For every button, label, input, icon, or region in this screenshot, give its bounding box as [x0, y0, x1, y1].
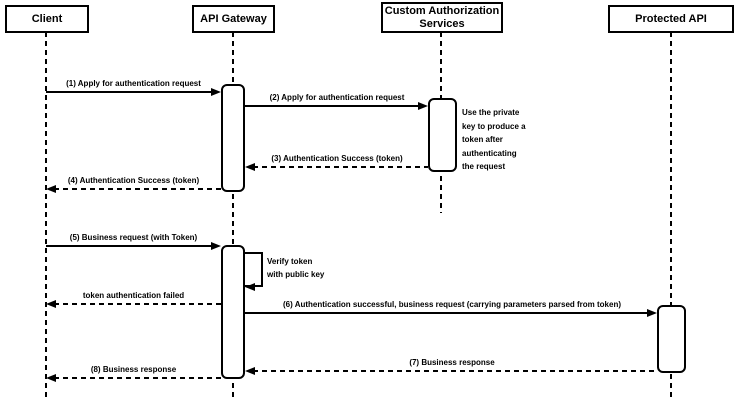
arrowhead-right-1: [211, 88, 221, 96]
note-custom-auth: Use the private key to produce a token a…: [462, 108, 526, 171]
activation-api-gateway-business: [221, 245, 245, 379]
participant-custom-auth: Custom Authorization Services: [381, 2, 503, 33]
arrowhead-left-4: [46, 185, 56, 193]
participant-client: Client: [5, 5, 89, 33]
participant-label-client: Client: [31, 12, 63, 25]
message-label-7: (7) Business response: [409, 358, 495, 367]
message-label-4: (4) Authentication Success (token): [67, 176, 200, 185]
arrowhead-right-5: [211, 242, 221, 250]
self-message-label: Verify token with public key: [267, 257, 325, 279]
arrowhead-right-6: [647, 309, 657, 317]
participant-label-api-gateway: API Gateway: [200, 12, 267, 25]
message-line-4: [54, 188, 221, 190]
lifeline-protected-api: [670, 32, 672, 398]
message-line-6: [245, 312, 649, 314]
message-line-failed: [54, 303, 221, 305]
message-label-2: (2) Apply for authentication request: [269, 93, 405, 102]
participant-label-custom-auth: Custom Authorization Services: [384, 4, 500, 30]
message-label-5: (5) Business request (with Token): [69, 233, 198, 242]
message-line-1: [46, 91, 213, 93]
message-line-7: [253, 370, 657, 372]
message-line-5: [46, 245, 213, 247]
arrowhead-left-failed: [46, 300, 56, 308]
message-label-6: (6) Authentication successful, business …: [282, 300, 622, 309]
message-label-1: (1) Apply for authentication request: [66, 79, 201, 88]
message-line-8: [54, 377, 221, 379]
arrowhead-left-3: [245, 163, 255, 171]
activation-api-gateway-auth: [221, 84, 245, 192]
arrowhead-right-2: [418, 102, 428, 110]
lifeline-client: [45, 32, 47, 398]
participant-api-gateway: API Gateway: [192, 5, 275, 33]
message-label-3: (3) Authentication Success (token): [271, 154, 403, 163]
message-label-failed: token authentication failed: [82, 291, 185, 300]
participant-protected-api: Protected API: [608, 5, 734, 33]
arrowhead-left-self: [245, 283, 255, 291]
arrowhead-left-7: [245, 367, 255, 375]
activation-protected-api: [657, 305, 686, 373]
message-line-2: [245, 105, 421, 107]
message-label-8: (8) Business response: [90, 365, 177, 374]
activation-custom-auth: [428, 98, 457, 172]
self-message-loop: [245, 252, 263, 287]
participant-label-protected-api: Protected API: [635, 12, 707, 25]
lifeline-api-gateway: [232, 32, 234, 398]
message-line-3: [253, 166, 428, 168]
arrowhead-left-8: [46, 374, 56, 382]
